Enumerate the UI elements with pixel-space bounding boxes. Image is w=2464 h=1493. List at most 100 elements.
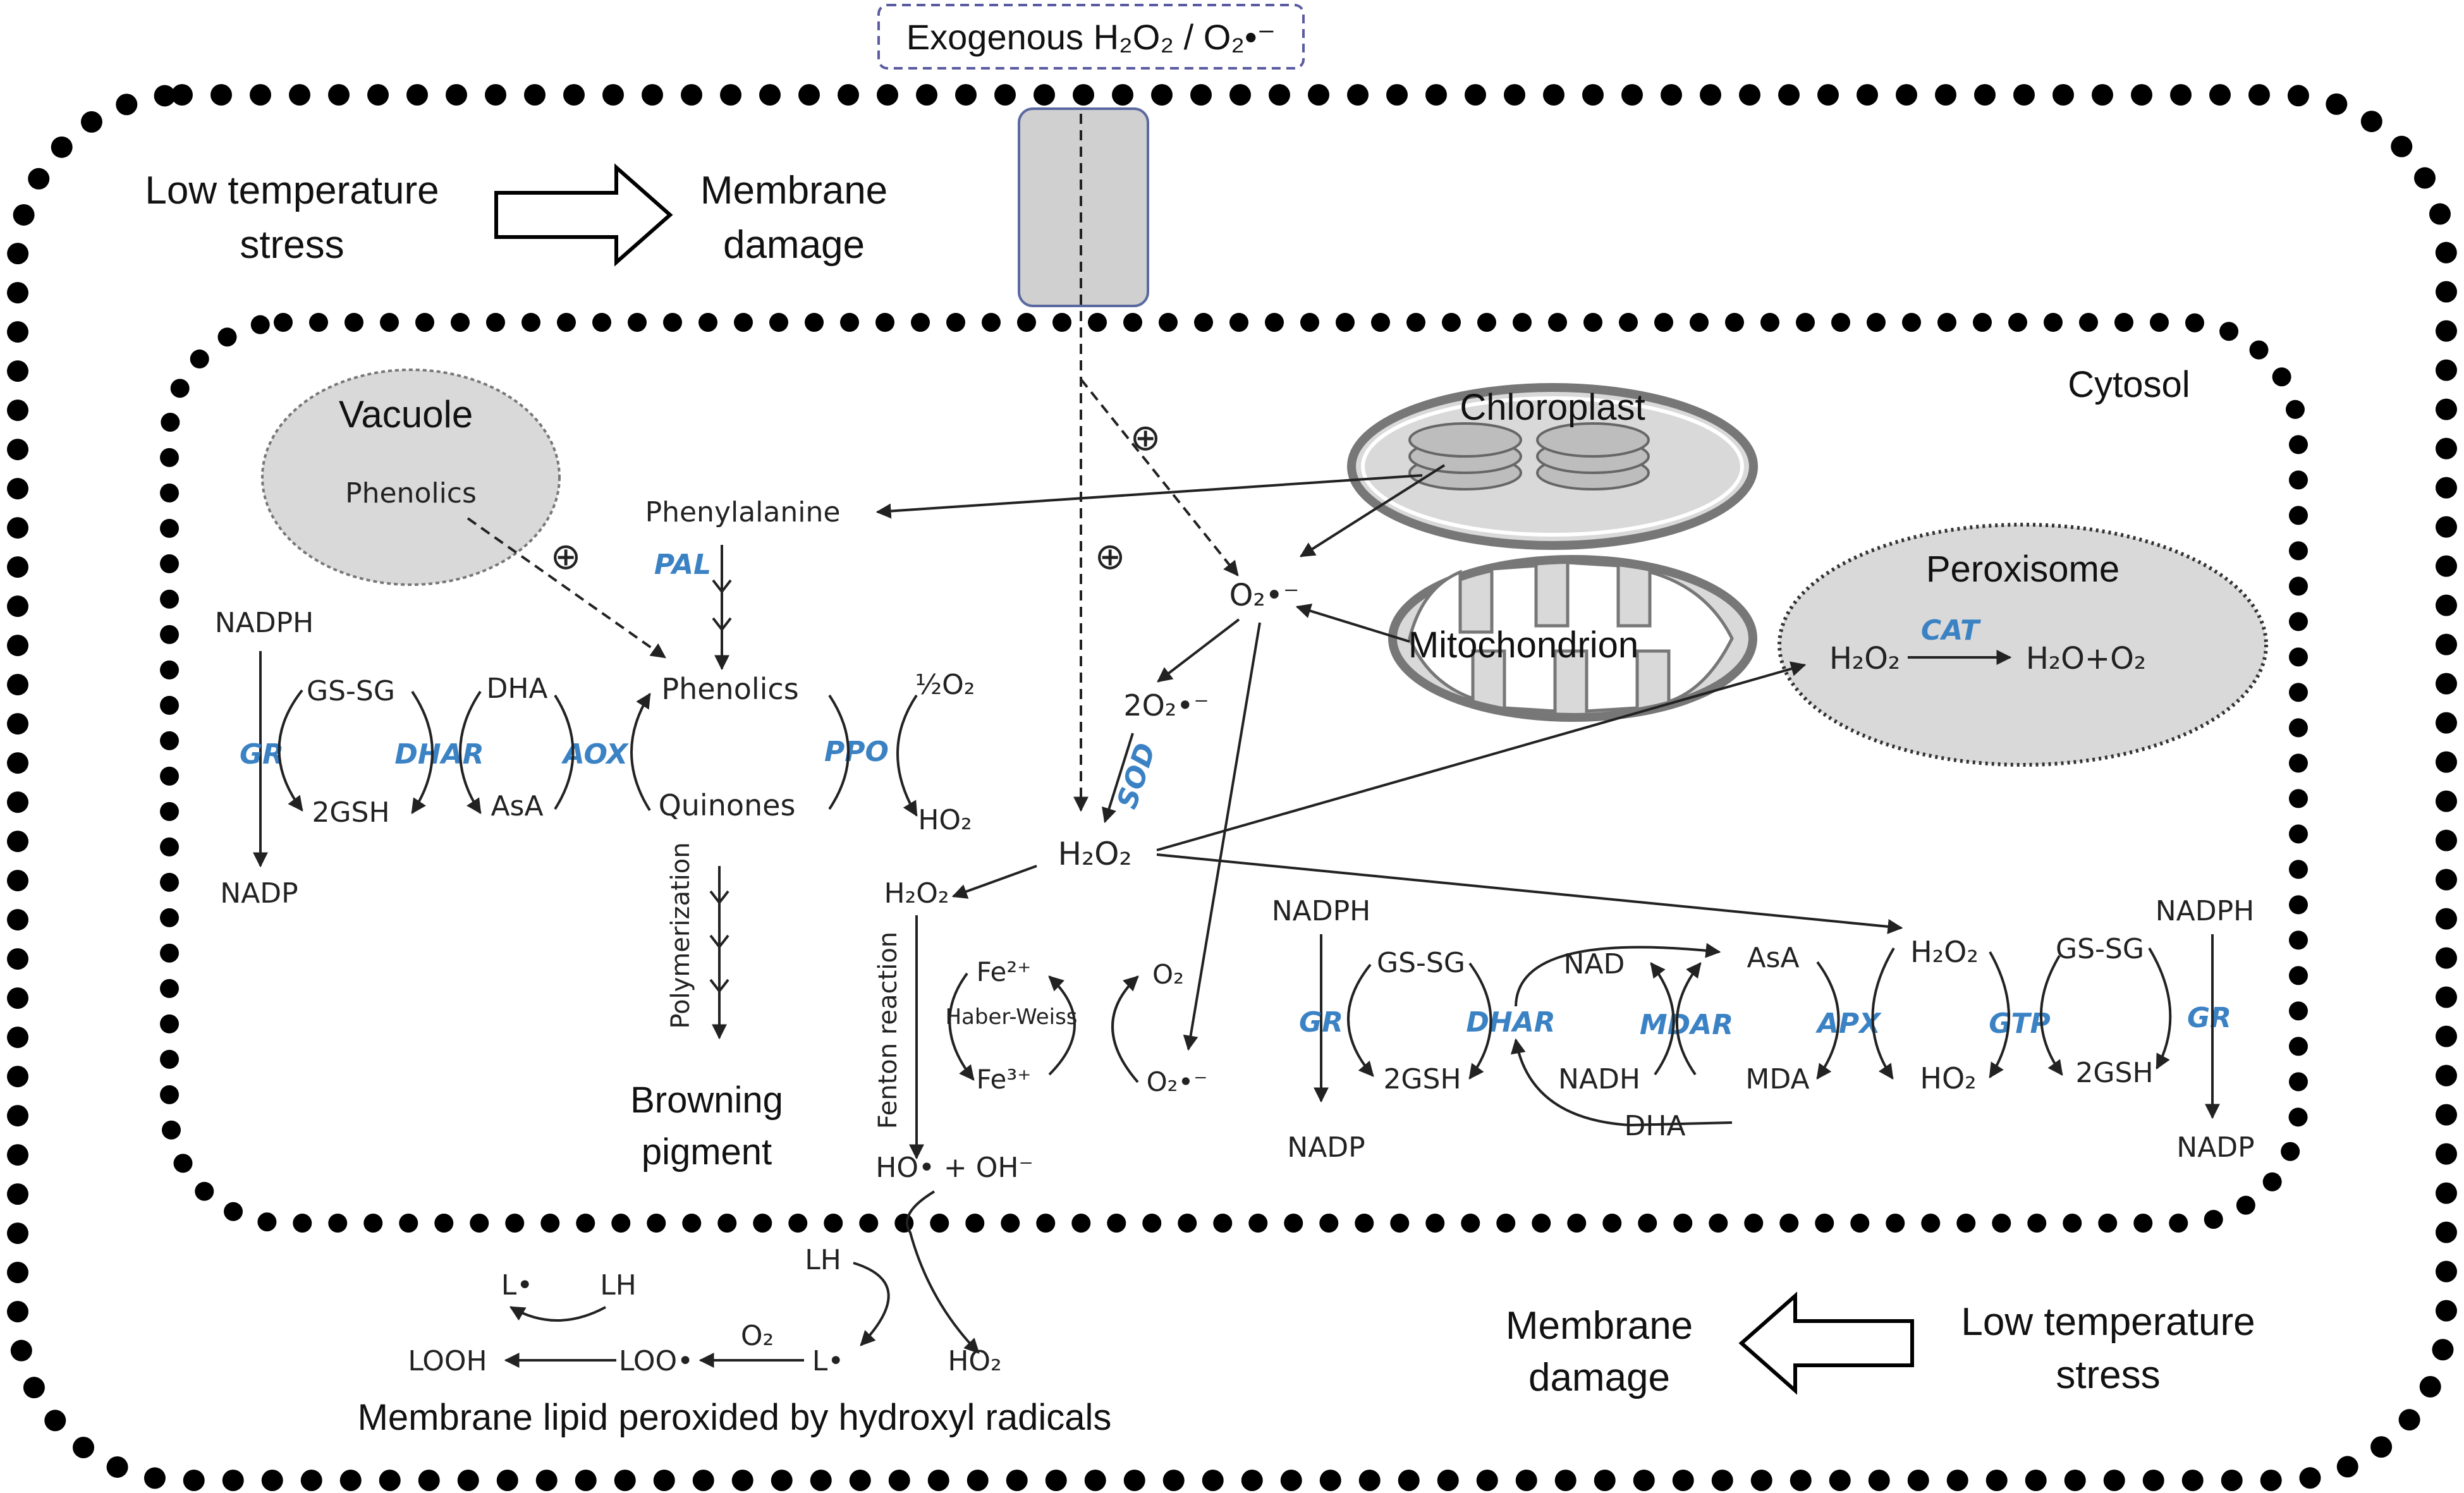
stress-bottom-l2: stress <box>2056 1353 2160 1397</box>
damage-top-l2: damage <box>723 223 865 267</box>
browning-l2: pigment <box>642 1131 772 1173</box>
left-dha: DHA <box>486 673 547 705</box>
right-dhar-top-curve <box>1515 942 1721 1007</box>
right-apx: APX <box>1815 1008 1882 1040</box>
hw-curve-left <box>948 972 975 1081</box>
stress-top-l1: Low temperature <box>145 169 439 212</box>
phenylalanine: Phenylalanine <box>645 496 841 528</box>
right-gtp-curve-left <box>1989 951 2010 1079</box>
hw-curve-mid <box>1048 975 1076 1076</box>
lipid-l-dot: L• <box>812 1345 844 1377</box>
left-dhar-curve-right <box>459 690 482 814</box>
h2o2-to-fenton <box>951 865 1037 899</box>
fe3: Fe³⁺ <box>977 1064 1032 1095</box>
thylakoid-stack-right <box>1536 422 1650 491</box>
hollow-arrow-left <box>1738 1291 1914 1395</box>
polymerization-ticks <box>709 890 729 994</box>
right-nadph-right: NADPH <box>2156 895 2255 927</box>
right-dhar-curve-left <box>1468 962 1492 1080</box>
damage-top-l1: Membrane <box>700 169 887 212</box>
plus-exo-2: ⊕ <box>1095 535 1126 578</box>
right-mdar-curve-left <box>1650 962 1675 1076</box>
aox-curve-left <box>554 694 575 810</box>
left-nadph: NADPH <box>215 607 314 639</box>
sod-arrow <box>1102 733 1134 824</box>
right-gtp-curve-right <box>2040 954 2063 1076</box>
chloroplast-to-phenylalanine <box>875 474 1423 519</box>
mitochondrion-to-superoxide <box>1295 603 1410 643</box>
superoxide-to-2o2 <box>1157 618 1240 683</box>
chloroplast-label: Chloroplast <box>1460 387 1645 428</box>
right-gr-right-curve <box>2148 947 2172 1070</box>
exogenous-label: Exogenous H₂O₂ / O₂•⁻ <box>906 17 1276 57</box>
hydroxyl-radicals: HO• + OH⁻ <box>875 1152 1033 1184</box>
haber-weiss: Haber-Weiss <box>945 1004 1077 1030</box>
hydrogen-peroxide: H₂O₂ <box>1058 836 1131 872</box>
right-gssg-left: GS-SG <box>1377 947 1465 979</box>
right-dha: DHA <box>1624 1110 1685 1142</box>
lipid-caption: Membrane lipid peroxided by hydroxyl rad… <box>358 1397 1112 1438</box>
peroxisome-cat: CAT <box>1921 614 1981 647</box>
right-apx-curve-left <box>1816 961 1840 1080</box>
right-gsh-right: 2GSH <box>2075 1057 2153 1089</box>
phenolics: Phenolics <box>661 672 798 706</box>
thylakoid-stack-left <box>1408 422 1522 491</box>
membrane-channel <box>1018 107 1149 307</box>
lipid-small-curve <box>509 1306 606 1322</box>
peroxisome-h2o2: H₂O₂ <box>1829 641 1900 676</box>
damage-bottom-l1: Membrane <box>1506 1304 1693 1348</box>
ho2-ppo: HO₂ <box>918 804 972 836</box>
left-asa: AsA <box>491 790 543 822</box>
right-mdar: MDAR <box>1640 1009 1733 1041</box>
fenton-label: Fenton reaction <box>874 932 903 1129</box>
left-gr: GR <box>240 738 284 771</box>
half-o2: ½O₂ <box>915 669 975 701</box>
mitochondrion-label: Mitochondrion <box>1408 625 1638 666</box>
vacuole-phenolics: Phenolics <box>345 477 477 509</box>
vacuole-to-phenolics-arrow <box>467 517 666 659</box>
superoxide-to-o2r-bottom <box>1183 622 1261 1051</box>
aox-curve-right <box>630 692 651 812</box>
hw-curve-right <box>1111 975 1139 1083</box>
plus-vacuole: ⊕ <box>551 535 582 578</box>
cytosol-label: Cytosol <box>2068 364 2190 405</box>
right-gr-left: GR <box>1299 1006 1343 1039</box>
stress-top-l2: stress <box>240 223 344 267</box>
right-mdar-curve-right <box>1675 962 1702 1076</box>
plus-exo-1: ⊕ <box>1130 416 1161 459</box>
exo-to-superoxide-dashed <box>1080 378 1239 576</box>
right-nadph-left: NADPH <box>1272 895 1371 927</box>
fenton-h2o2: H₂O₂ <box>884 877 949 910</box>
lipid-o2: O₂ <box>741 1320 774 1352</box>
vacuole-title: Vacuole <box>339 393 473 436</box>
quinones: Quinones <box>659 788 796 822</box>
right-nadp-right: NADP <box>2176 1131 2254 1164</box>
pal-enzyme: PAL <box>654 549 711 581</box>
left-dhar: DHAR <box>394 738 484 771</box>
right-apx-curve-right <box>1871 947 1895 1080</box>
right-nadh: NADH <box>1558 1063 1640 1095</box>
polymerization: Polymerization <box>666 842 695 1028</box>
damage-bottom-l2: damage <box>1528 1356 1670 1399</box>
h2o2-to-apx-h2o2 <box>1156 853 1903 934</box>
stress-bottom-l1: Low temperature <box>1961 1300 2255 1344</box>
cytosol-boundary <box>160 313 2308 1233</box>
mitochondrion-cristae <box>1408 561 1734 713</box>
lipid-loo: LOO• <box>619 1345 693 1377</box>
pal-arrow-ticks <box>712 579 732 632</box>
right-asa: AsA <box>1747 942 1799 974</box>
fe2: Fe²⁺ <box>977 956 1032 987</box>
lipid-looh: LOOH <box>408 1345 487 1377</box>
two-superoxide: 2O₂•⁻ <box>1123 688 1209 722</box>
right-mda: MDA <box>1745 1063 1809 1095</box>
ppo-enzyme: PPO <box>824 736 889 768</box>
right-gsh-left: 2GSH <box>1383 1063 1461 1095</box>
left-nadp: NADP <box>220 877 298 910</box>
lipid-ho2: HO₂ <box>948 1345 1001 1377</box>
h2o2-to-peroxisome <box>1156 661 1807 851</box>
lipid-lh-top: LH <box>805 1244 841 1276</box>
lh-to-l-curve <box>853 1262 890 1346</box>
ppo-curve-right <box>896 694 918 817</box>
right-dha-loop <box>1510 1038 1733 1127</box>
browning-l1: Browning <box>630 1080 783 1121</box>
